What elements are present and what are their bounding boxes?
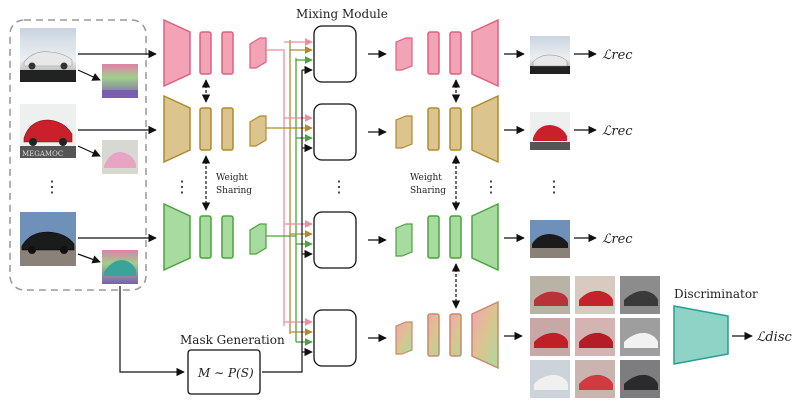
mask-routing-lines bbox=[262, 65, 313, 373]
mask-image-2 bbox=[102, 140, 138, 174]
mixed-output-grid bbox=[530, 276, 660, 398]
discriminator-title: Discriminator bbox=[674, 287, 758, 301]
loss-rec-2: ℒrec bbox=[602, 124, 633, 139]
mixing-box-2 bbox=[313, 103, 357, 161]
inputs-ellipsis: ⋮ bbox=[44, 177, 60, 196]
mixing-box-3 bbox=[313, 211, 357, 269]
decoder-olive bbox=[395, 94, 499, 164]
decoder-ellipsis: ⋮ bbox=[483, 177, 499, 196]
mixing-box-4 bbox=[313, 309, 357, 367]
mixing-module-title: Mixing Module bbox=[296, 7, 388, 21]
mask-generation-box bbox=[187, 349, 261, 395]
mixing-ellipsis: ⋮ bbox=[331, 177, 347, 196]
decoder-pink bbox=[395, 18, 499, 88]
output-ellipsis: ⋮ bbox=[546, 177, 562, 196]
loss-rec-3: ℒrec bbox=[602, 232, 633, 247]
mixing-box-1 bbox=[313, 25, 357, 83]
input-group-box bbox=[9, 19, 147, 291]
mask-image-3 bbox=[102, 250, 138, 284]
mask-generation-title: Mask Generation bbox=[180, 333, 285, 347]
loss-disc: ℒdisc bbox=[756, 330, 793, 345]
decoder-green bbox=[395, 202, 499, 272]
mask-image-1 bbox=[102, 64, 138, 98]
output-image-1 bbox=[530, 36, 570, 74]
watermark-text: MEGAMOC bbox=[22, 150, 63, 158]
encoder-green bbox=[163, 202, 267, 272]
output-image-2 bbox=[530, 112, 570, 150]
input-image-3 bbox=[20, 212, 76, 266]
input-image-1 bbox=[20, 28, 76, 82]
sharing-label-left: Sharing bbox=[216, 186, 252, 196]
encoder-olive bbox=[163, 94, 267, 164]
encoder-pink bbox=[163, 18, 267, 88]
output-image-3 bbox=[530, 220, 570, 258]
weight-label-right: Weight bbox=[410, 173, 442, 183]
sharing-label-right: Sharing bbox=[410, 186, 446, 196]
decoder-mixed bbox=[395, 300, 499, 370]
feature-routing-lines bbox=[266, 38, 313, 346]
mask-formula: M ∼ P(S) bbox=[197, 366, 254, 380]
discriminator-block bbox=[673, 305, 729, 365]
weight-label-left: Weight bbox=[216, 173, 248, 183]
input-image-2: MEGAMOC bbox=[20, 104, 76, 158]
encoder-ellipsis: ⋮ bbox=[174, 177, 190, 196]
loss-rec-1: ℒrec bbox=[602, 48, 633, 63]
